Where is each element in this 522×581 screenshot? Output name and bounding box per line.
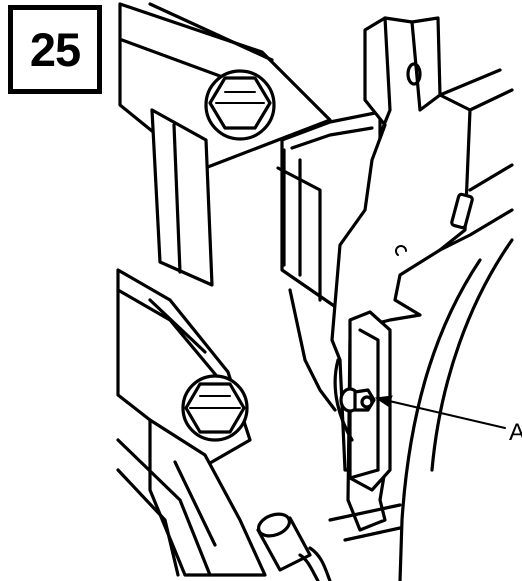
fitting-channel (333, 310, 392, 492)
grease-fitting (339, 387, 376, 413)
lower-hex-bolt (181, 374, 249, 442)
callout-label: A (509, 419, 522, 446)
vertical-strut (150, 108, 214, 287)
bottom-linkage (116, 418, 267, 577)
housing-edge (398, 238, 514, 581)
upper-hex-bolt (204, 69, 276, 141)
step-number: 25 (29, 23, 81, 76)
callout-leader-arrow (374, 395, 506, 429)
step-number-box: 25 (8, 5, 102, 94)
bottom-hose-fitting (256, 503, 402, 581)
